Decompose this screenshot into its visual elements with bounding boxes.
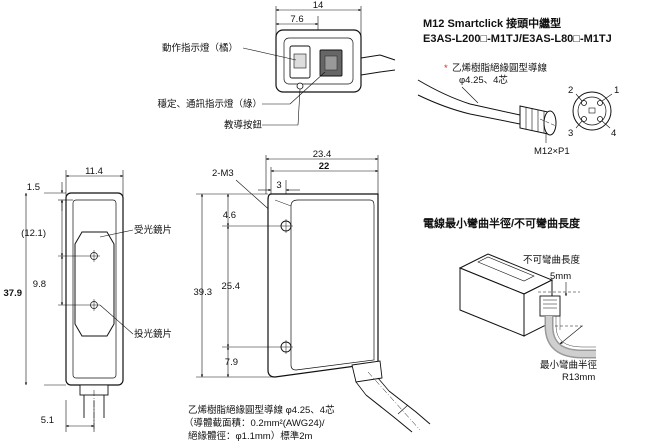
dim-side-11-4: 11.4 [85, 166, 103, 177]
bend-min-radius-value: R13mm [562, 372, 595, 383]
front-view: 23.4 22 3 2-M3 4.6 25.4 7.9 39. [184, 149, 431, 442]
pin-4: 4 [611, 128, 616, 139]
label-emitter-lens: 投光鏡片 [134, 328, 172, 340]
label-teach-button: 教導按鈕 [224, 119, 263, 131]
top-view: 14 7.6 動作指示燈（橘） 穩定、通訊指示燈（綠） 教導按鈕 [157, 0, 396, 131]
label-stable-indicator: 穩定、通訊指示燈（綠） [157, 98, 262, 110]
dim-side-1-5: 1.5 [27, 182, 40, 193]
lens-window [74, 231, 115, 337]
dim-top-7-6: 7.6 [290, 14, 303, 25]
bend-radius-view: 電線最小彎曲半徑/不可彎曲長度 不可彎曲長度 5mm 最小彎曲半徑 R13mm [423, 216, 598, 383]
connector-thread: M12×P1 [534, 146, 570, 157]
bend-no-bend-label: 不可彎曲長度 [523, 254, 581, 266]
connector-cable-label-2: φ4.25、4芯 [459, 74, 508, 86]
dim-top-14: 14 [313, 0, 324, 11]
pin-3: 3 [568, 128, 573, 139]
connector-title: M12 Smartclick 接頭中繼型 [423, 16, 561, 30]
dim-front-39-3: 39.3 [194, 287, 213, 298]
dim-side-5-1: 5.1 [41, 415, 54, 426]
connector-models: E3AS-L200□-M1TJ/E3AS-L80□-M1TJ [423, 33, 612, 45]
cable-note-line-1: 乙烯樹脂絕緣圓型導線 φ4.25、4芯 [188, 404, 335, 416]
connector-view: M12 Smartclick 接頭中繼型 E3AS-L200□-M1TJ/E3A… [417, 16, 619, 157]
dim-side-12-1: (12.1) [21, 228, 46, 239]
dim-front-22: 22 [319, 161, 330, 172]
pin-1: 1 [614, 85, 619, 96]
dim-front-25-4: 25.4 [222, 281, 241, 292]
connector-star: * [444, 63, 448, 74]
dim-front-4-6: 4.6 [223, 210, 236, 221]
sensor-top-body [275, 29, 362, 93]
bend-title: 電線最小彎曲半徑/不可彎曲長度 [423, 216, 581, 230]
bend-no-bend-value: 5mm [550, 271, 571, 282]
side-view: 11.4 1.5 (12.1) 9.8 37.9 [4, 166, 172, 432]
teach-button [296, 82, 304, 90]
label-receiver-lens: 受光鏡片 [134, 224, 172, 236]
dim-side-9-8: 9.8 [33, 279, 46, 290]
bend-min-radius-label: 最小彎曲半徑 [540, 359, 598, 371]
cable-note-line-2: （導體截面積：0.2mm²(AWG24)/ [184, 417, 325, 429]
connector-cable-label-1: 乙烯樹脂絕緣圓型導線 [452, 62, 548, 74]
pin-2: 2 [568, 85, 573, 96]
cable-note-line-3: 絕緣體徑：φ1.1mm）標準2m [188, 430, 312, 442]
dim-front-7-9: 7.9 [225, 357, 238, 368]
label-action-indicator: 動作指示燈（橘） [162, 42, 238, 54]
dim-front-23-4: 23.4 [313, 149, 332, 160]
dim-side-37-9: 37.9 [4, 288, 23, 299]
dim-front-3: 3 [276, 180, 281, 191]
label-holes-2-m3: 2-M3 [212, 168, 234, 179]
